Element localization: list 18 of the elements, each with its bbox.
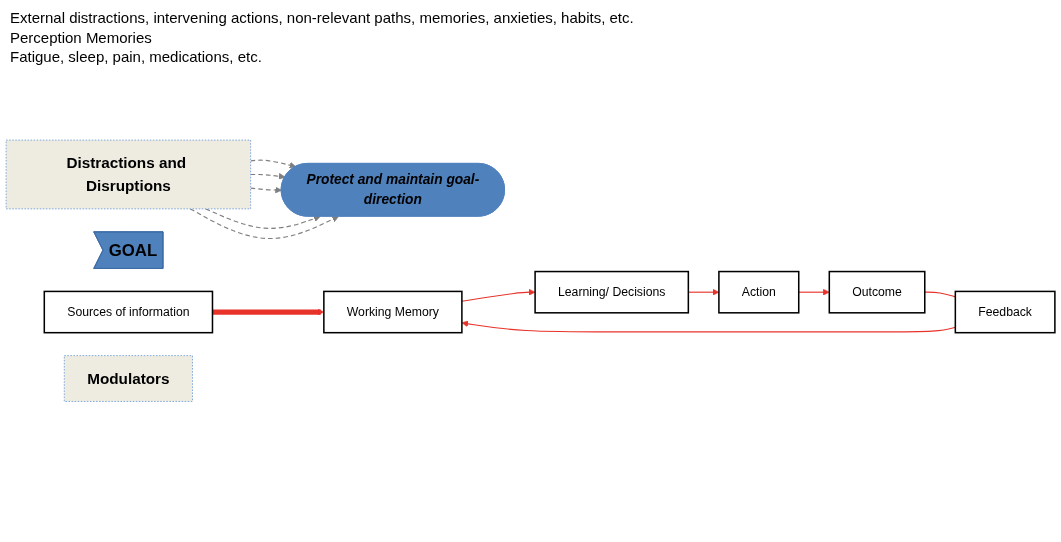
arrow (250, 186, 282, 194)
node-box: Distractions and Disruptions (5, 139, 252, 210)
arrow (798, 289, 830, 296)
note-text: Fatigue, sleep, pain, medications, etc. (10, 47, 263, 67)
node-box: Feedback (954, 290, 1056, 334)
arrow (461, 289, 536, 303)
arrow (461, 320, 956, 333)
note-text: Perception Memories (10, 27, 153, 47)
arrow (250, 159, 297, 169)
node-box: Working Memory (323, 290, 463, 334)
note-text: External distractions, intervening actions, non-relevant paths, memories, anxieties, habits, etc. (10, 8, 634, 28)
arrow (250, 173, 286, 180)
node-box: Sources of information (43, 290, 214, 334)
node-box: Outcome (828, 271, 926, 314)
connector (924, 291, 956, 298)
node-box: Action (718, 271, 800, 314)
node-box: Learning/ Decisions (534, 271, 690, 314)
node-box: Modulators (63, 355, 193, 403)
